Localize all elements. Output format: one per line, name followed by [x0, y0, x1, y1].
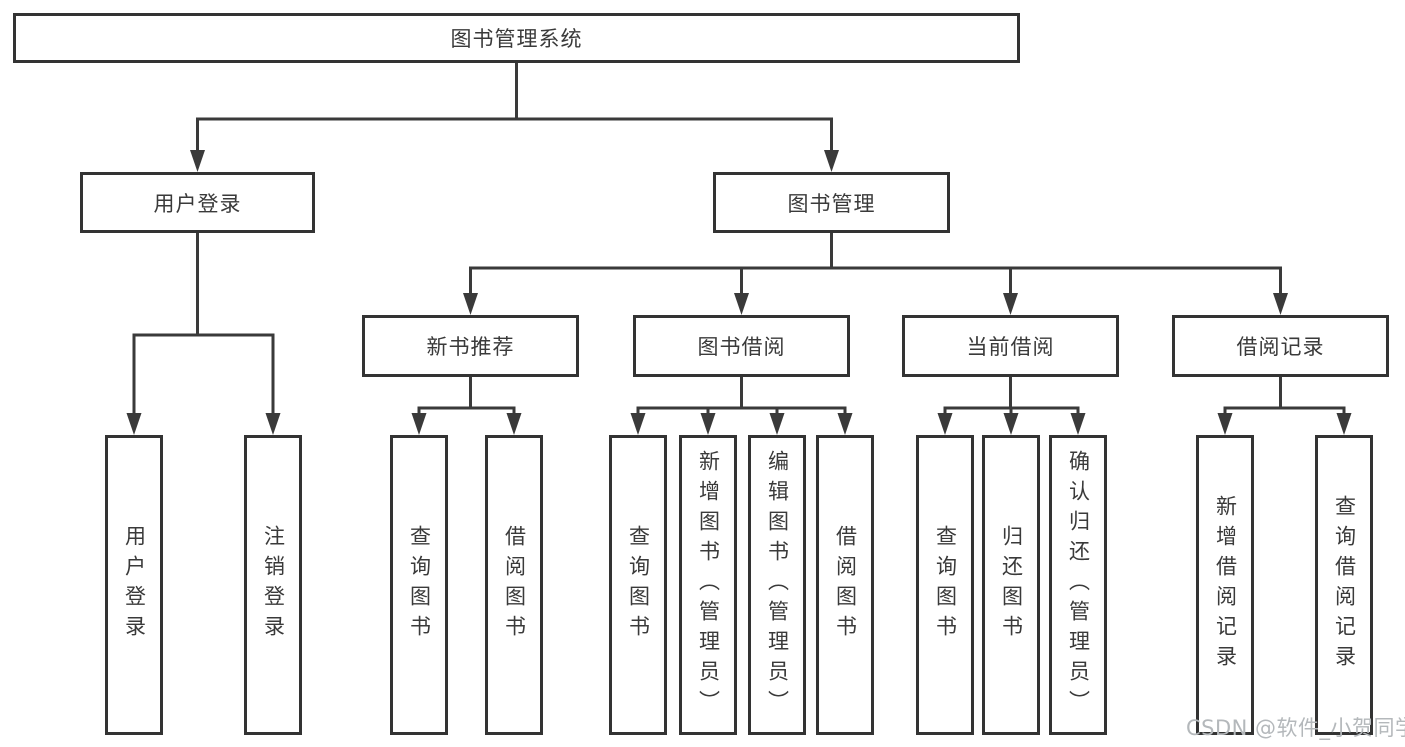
node-library-system-label: 图书管理系统 [450, 27, 583, 51]
leaf-edit-book-admin: 编辑图书（管理员） [748, 435, 806, 735]
leaf-borrow-books-label: 借阅图书 [833, 525, 858, 645]
leaf-query-books-recommend: 查询图书 [390, 435, 448, 735]
node-new-book-recommend-label: 新书推荐 [426, 335, 515, 359]
leaf-return-book-label: 归还图书 [999, 525, 1024, 645]
leaf-add-borrow-record: 新增借阅记录 [1196, 435, 1254, 735]
leaf-borrow-books-recommend: 借阅图书 [485, 435, 543, 735]
arrow-heads [126, 150, 1352, 435]
leaf-query-books-recommend-label: 查询图书 [407, 525, 432, 645]
leaf-return-book: 归还图书 [982, 435, 1040, 735]
leaf-query-borrow-record: 查询借阅记录 [1315, 435, 1373, 735]
leaf-confirm-return-admin: 确认归还（管理员） [1049, 435, 1107, 735]
node-book-borrow-label: 图书借阅 [697, 335, 786, 359]
node-user-login-label: 用户登录 [153, 191, 242, 216]
watermark: CSDN @软件_小贺同学 [1186, 716, 1405, 740]
leaf-query-borrow-record-label: 查询借阅记录 [1332, 495, 1357, 675]
leaf-query-books-current: 查询图书 [916, 435, 974, 735]
node-current-borrow: 当前借阅 [902, 315, 1119, 377]
leaf-logout: 注销登录 [244, 435, 302, 735]
node-book-management: 图书管理 [713, 172, 950, 233]
leaf-user-login-label: 用户登录 [122, 525, 147, 645]
leaf-borrow-books-recommend-label: 借阅图书 [502, 525, 527, 645]
node-library-system: 图书管理系统 [13, 13, 1020, 63]
leaf-edit-book-admin-label: 编辑图书（管理员） [765, 450, 790, 720]
node-book-borrow: 图书借阅 [633, 315, 850, 377]
leaf-confirm-return-admin-label: 确认归还（管理员） [1066, 450, 1091, 720]
node-new-book-recommend: 新书推荐 [362, 315, 579, 377]
leaf-query-books-current-label: 查询图书 [933, 525, 958, 645]
leaf-logout-label: 注销登录 [261, 525, 286, 645]
leaf-add-book-admin-label: 新增图书（管理员） [696, 450, 721, 720]
node-book-management-label: 图书管理 [787, 191, 876, 216]
node-borrow-records: 借阅记录 [1172, 315, 1389, 377]
leaf-borrow-books: 借阅图书 [816, 435, 874, 735]
leaf-add-book-admin: 新增图书（管理员） [679, 435, 737, 735]
leaf-query-books-borrow: 查询图书 [609, 435, 667, 735]
leaf-user-login: 用户登录 [105, 435, 163, 735]
node-user-login: 用户登录 [80, 172, 315, 233]
node-current-borrow-label: 当前借阅 [966, 335, 1055, 359]
leaf-add-borrow-record-label: 新增借阅记录 [1213, 495, 1238, 675]
node-borrow-records-label: 借阅记录 [1236, 335, 1325, 359]
leaf-query-books-borrow-label: 查询图书 [626, 525, 651, 645]
